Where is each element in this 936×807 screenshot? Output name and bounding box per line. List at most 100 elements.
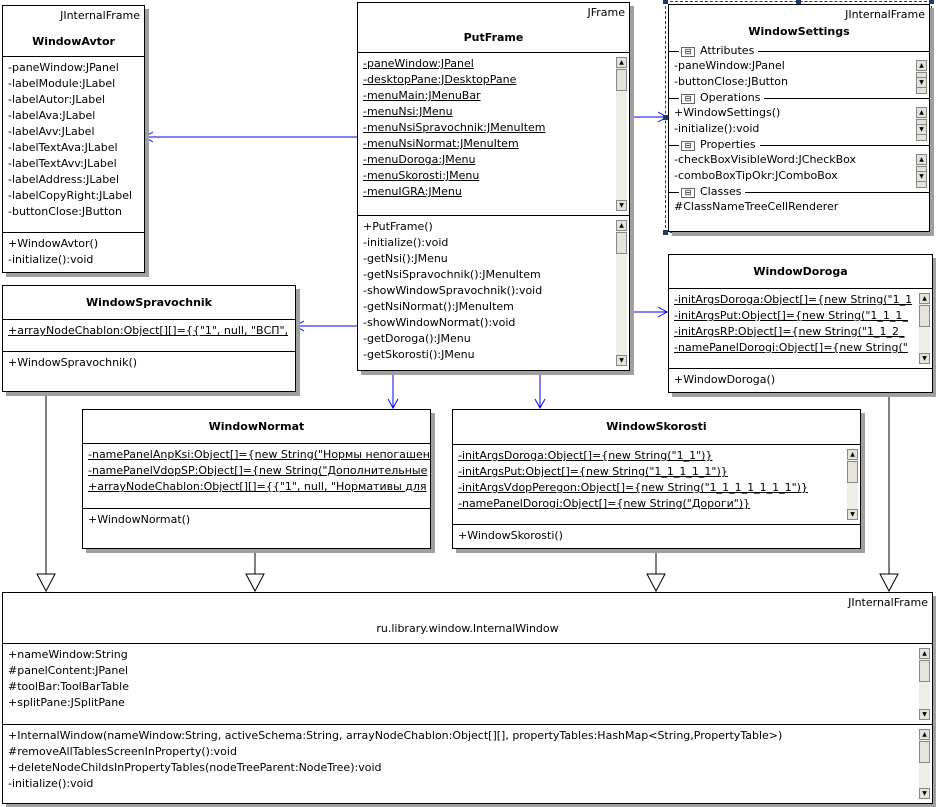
association-putframe-windowdoroga[interactable]	[628, 306, 669, 318]
section-header[interactable]: ⊟Operations	[669, 90, 929, 105]
scroll-up-button[interactable]: ▲	[919, 648, 930, 659]
attribute[interactable]: -paneWindow:JPanel	[8, 61, 119, 74]
operation[interactable]: +WindowAvtor()	[8, 237, 99, 250]
class-normat[interactable]: WindowNormat-namePanelAnpKsi:Object[]={n…	[82, 409, 431, 549]
scroll-thumb[interactable]	[847, 461, 858, 483]
association-putframe-windownormat[interactable]	[387, 369, 399, 410]
operation[interactable]: +WindowSpravochnik()	[8, 356, 138, 369]
attribute[interactable]: -menuDoroga:JMenu	[363, 153, 476, 166]
member[interactable]: -checkBoxVisibleWord:JCheckBox	[674, 153, 857, 166]
member[interactable]: -comboBoxTipOkr:JComboBox	[674, 169, 838, 182]
member[interactable]: -paneWindow:JPanel	[674, 59, 785, 72]
association-putframe-windowskorosti[interactable]	[534, 369, 546, 410]
attribute[interactable]: -labelTextAva:JLabel	[8, 141, 118, 154]
scrollbar[interactable]: ▲▼	[616, 57, 627, 211]
operation[interactable]: -getNsi():JMenu	[363, 252, 448, 265]
class-skor[interactable]: WindowSkorosti-initArgsDoroga:Object[]={…	[452, 409, 861, 549]
collapse-toggle-icon[interactable]: ⊟	[681, 141, 695, 151]
class-doroga[interactable]: WindowDoroga-initArgsDoroga:Object[]={ne…	[668, 254, 933, 393]
operation[interactable]: -getDoroga():JMenu	[363, 332, 471, 345]
operation[interactable]: -initialize():void	[363, 236, 449, 249]
scroll-up-button[interactable]: ▲	[919, 293, 930, 304]
generalization-windownormat[interactable]	[245, 547, 265, 593]
attribute[interactable]: #panelContent:JPanel	[8, 664, 129, 677]
operation[interactable]: -getNsiSpravochnik():JMenuItem	[363, 268, 541, 281]
association-putframe-windowspravochnik[interactable]	[293, 320, 357, 332]
attribute[interactable]: -menuNsiSpravochnik:JMenuItem	[363, 121, 546, 134]
operation[interactable]: +InternalWindow(nameWindow:String, activ…	[8, 729, 783, 742]
operation[interactable]: +WindowSkorosti()	[458, 529, 563, 542]
member[interactable]: -buttonClose:JButton	[674, 75, 789, 88]
scrollbar[interactable]: ▲▼	[919, 293, 930, 364]
attribute[interactable]: -menuIGRA:JMenu	[363, 185, 462, 198]
resize-handle[interactable]	[796, 0, 801, 4]
attribute[interactable]: -menuNsi:JMenu	[363, 105, 453, 118]
scroll-down-button[interactable]: ▼	[616, 200, 627, 211]
attribute[interactable]: -labelAddress:JLabel	[8, 173, 120, 186]
selection-outline[interactable]	[663, 0, 934, 235]
operation[interactable]: -getNsiNormat():JMenuItem	[363, 300, 514, 313]
section-header[interactable]: ⊟Attributes	[669, 43, 929, 58]
attribute[interactable]: -namePanelAnpKsi:Object[]={new String("Н…	[88, 448, 430, 461]
resize-handle[interactable]	[929, 230, 934, 235]
attribute[interactable]: -initArgsVdopPeregon:Object[]={new Strin…	[458, 481, 808, 494]
member[interactable]: #ClassNameTreeCellRenderer	[674, 200, 839, 213]
collapse-toggle-icon[interactable]: ⊟	[681, 47, 695, 57]
scroll-up-button[interactable]: ▲	[616, 57, 627, 68]
collapse-toggle-icon[interactable]: ⊟	[681, 188, 695, 198]
operation[interactable]: -showWindowNormat():void	[363, 316, 516, 329]
generalization-windowdoroga[interactable]	[879, 391, 899, 593]
scroll-down-button[interactable]: ▼	[916, 77, 927, 88]
association-putframe-windowsettings[interactable]	[628, 111, 669, 123]
resize-handle[interactable]	[663, 115, 668, 120]
scroll-down-button[interactable]: ▼	[847, 509, 858, 520]
scroll-down-button[interactable]: ▼	[616, 355, 627, 366]
association-putframe-windowavtor[interactable]	[142, 131, 357, 143]
operation[interactable]: +deleteNodeChildsInPropertyTables(nodeTr…	[8, 761, 382, 774]
attribute[interactable]: -labelCopyRight:JLabel	[8, 189, 133, 202]
scroll-thumb[interactable]	[616, 232, 627, 254]
attribute[interactable]: -initArgsPut:Object[]={new String("1_1_1…	[458, 465, 728, 478]
scroll-up-button[interactable]: ▲	[919, 729, 930, 740]
attribute[interactable]: +arrayNodeChablon:Object[][]={{"1", null…	[88, 480, 427, 493]
scroll-up-button[interactable]: ▲	[616, 220, 627, 231]
operation[interactable]: -initialize():void	[8, 777, 94, 790]
attribute[interactable]: -initArgsPut:Object[]={new String("1_1_1…	[674, 309, 908, 322]
attribute[interactable]: -labelAutor:JLabel	[8, 93, 106, 106]
attribute[interactable]: -labelTextAvv:JLabel	[8, 157, 117, 170]
scrollbar[interactable]: ▲▼	[916, 107, 927, 141]
attribute[interactable]: -labelAvv:JLabel	[8, 125, 95, 138]
scrollbar[interactable]: ▲▼	[916, 60, 927, 94]
member[interactable]: -initialize():void	[674, 122, 760, 135]
class-spr[interactable]: WindowSpravochnik+arrayNodeChablon:Objec…	[2, 285, 296, 392]
operation[interactable]: #removeAllTablesScreenInProperty():void	[8, 745, 237, 758]
resize-handle[interactable]	[796, 230, 801, 235]
scroll-thumb[interactable]	[919, 660, 930, 682]
collapse-toggle-icon[interactable]: ⊟	[681, 94, 695, 104]
generalization-windowspravochnik[interactable]	[36, 390, 56, 593]
scrollbar[interactable]: ▲▼	[616, 220, 627, 366]
resize-handle[interactable]	[929, 115, 934, 120]
attribute[interactable]: -desktopPane:JDesktopPane	[363, 73, 517, 86]
attribute[interactable]: -menuMain:JMenuBar	[363, 89, 481, 102]
attribute[interactable]: -initArgsDoroga:Object[]={new String("1_…	[458, 449, 713, 462]
scroll-down-button[interactable]: ▼	[916, 124, 927, 135]
scroll-thumb[interactable]	[919, 305, 930, 327]
operation[interactable]: -initialize():void	[8, 253, 94, 266]
generalization-windowskorosti[interactable]	[646, 547, 666, 593]
attribute[interactable]: -menuSkorosti:JMenu	[363, 169, 480, 182]
attribute[interactable]: -initArgsRP:Object[]={new String("1_1_2_	[674, 325, 905, 338]
resize-handle[interactable]	[929, 0, 934, 4]
scroll-thumb[interactable]	[919, 741, 930, 763]
attribute[interactable]: -labelAva:JLabel	[8, 109, 96, 122]
operation[interactable]: +PutFrame()	[363, 220, 433, 233]
section-header[interactable]: ⊟Classes	[669, 184, 929, 199]
scroll-up-button[interactable]: ▲	[916, 60, 927, 71]
scroll-down-button[interactable]: ▼	[919, 709, 930, 720]
attribute[interactable]: -namePanelDorogi:Object[]={new String("	[674, 341, 908, 354]
attribute[interactable]: +nameWindow:String	[8, 648, 128, 661]
attribute[interactable]: -namePanelVdopSP:Object[]={new String("Д…	[88, 464, 428, 477]
